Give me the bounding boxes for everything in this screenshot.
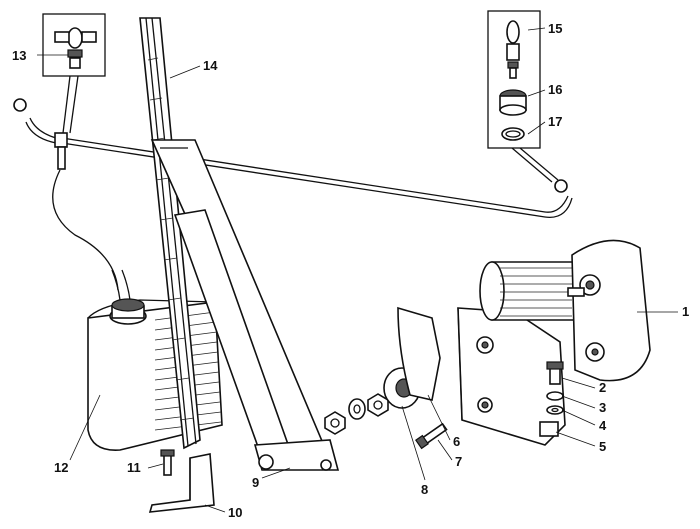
callout-7: 7 [455, 454, 462, 469]
reservoir-bracket [148, 453, 215, 513]
callout-4: 4 [599, 418, 607, 433]
callout-15: 15 [548, 21, 562, 36]
callout-13: 13 [12, 48, 26, 63]
reservoir-hose [52, 169, 119, 291]
inset-15-17 [487, 10, 559, 183]
callout-17: 17 [548, 114, 562, 129]
callout-8: 8 [421, 482, 428, 497]
screw-washers [546, 361, 564, 415]
bolt [415, 422, 448, 450]
reservoir-screw [160, 449, 175, 476]
inset-13 [42, 13, 106, 134]
callout-9: 9 [252, 475, 259, 490]
washer-tube [13, 98, 573, 219]
callout-10: 10 [228, 505, 242, 520]
leader-lines [37, 27, 678, 513]
tee-connector [54, 132, 68, 170]
callout-6: 6 [453, 434, 460, 449]
callout-5: 5 [599, 439, 606, 454]
wiper-blade [139, 17, 201, 450]
callout-1: 1 [682, 304, 689, 319]
wiper-arm [150, 139, 340, 471]
callout-14: 14 [203, 58, 218, 73]
callout-16: 16 [548, 82, 562, 97]
washer-reservoir [87, 298, 223, 451]
mounting-bracket [457, 307, 566, 446]
callout-3: 3 [599, 400, 606, 415]
callout-11: 11 [127, 460, 141, 475]
gasket [397, 306, 441, 401]
callout-2: 2 [599, 380, 606, 395]
callout-12: 12 [54, 460, 68, 475]
wiper-motor [479, 239, 651, 382]
